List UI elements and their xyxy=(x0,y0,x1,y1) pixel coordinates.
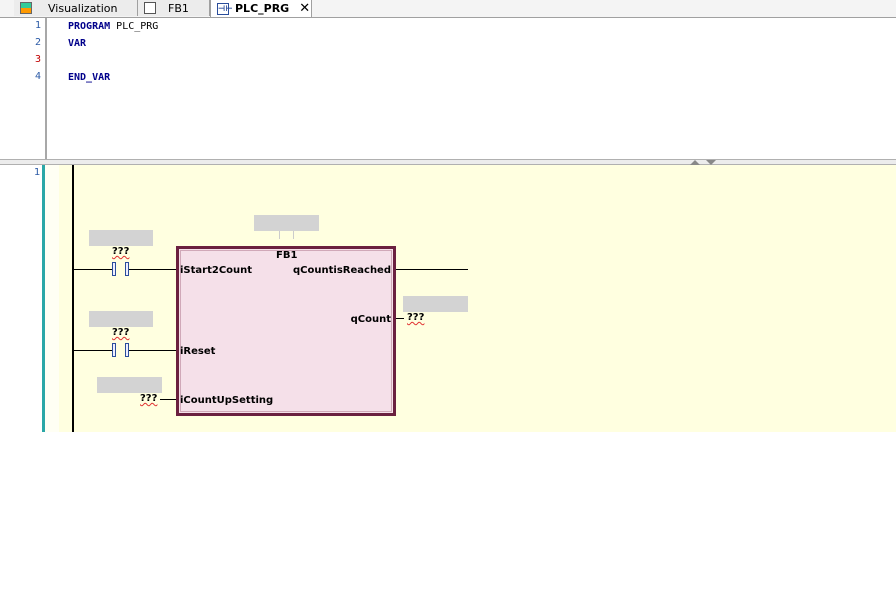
fb-input-pin[interactable]: iStart2Count xyxy=(180,265,253,276)
tab-visualization[interactable]: Visualization xyxy=(14,0,138,16)
program-name: PLC_PRG xyxy=(110,21,159,32)
contact-left-bar[interactable] xyxy=(112,343,116,357)
close-icon[interactable]: ✕ xyxy=(299,1,311,16)
network-gutter: 1 xyxy=(0,165,42,432)
contact-right-bar[interactable] xyxy=(125,343,129,357)
input-wire xyxy=(160,399,176,400)
tab-label: PLC_PRG xyxy=(235,2,290,15)
network-selection-bar xyxy=(42,165,45,432)
contact-variable-placeholder[interactable] xyxy=(89,311,153,327)
line-number: 4 xyxy=(34,71,41,82)
fb-instance-placeholder[interactable] xyxy=(254,215,319,231)
editor-tab-bar: Visualization FB1 ⊣⊢ PLC_PRG ✕ xyxy=(0,0,896,18)
function-block-inner xyxy=(180,250,392,412)
fb-output-pin[interactable]: qCount xyxy=(350,314,391,325)
input-variable-placeholder[interactable] xyxy=(97,377,162,393)
visualization-icon xyxy=(20,2,32,14)
collapse-down-icon[interactable] xyxy=(706,160,716,165)
code-line: END_VAR xyxy=(68,72,111,83)
line-number: 3 xyxy=(34,54,41,65)
editor-splitter[interactable] xyxy=(0,159,896,165)
network-number: 1 xyxy=(34,167,41,178)
line-number-gutter: 1 2 3 4 xyxy=(0,18,47,159)
fb-type-name: FB1 xyxy=(276,250,298,261)
fb-input-pin[interactable]: iReset xyxy=(180,346,216,357)
declaration-editor[interactable]: 1 2 3 4 PROGRAM PLC_PRG VAR END_VAR xyxy=(0,18,896,159)
contact-right-bar[interactable] xyxy=(125,262,129,276)
output-variable[interactable]: ??? xyxy=(407,312,425,323)
rung-wire xyxy=(74,269,112,270)
keyword: PROGRAM xyxy=(68,21,111,32)
tab-plc-prg[interactable]: ⊣⊢ PLC_PRG ✕ xyxy=(210,0,312,17)
rung-wire xyxy=(74,350,112,351)
left-power-rail xyxy=(72,165,74,432)
fb-input-pin[interactable]: iCountUpSetting xyxy=(180,395,274,406)
ladder-editor[interactable]: 1 ??? ??? ??? FB1 iStart2Count qCountisR… xyxy=(0,165,896,433)
line-number: 2 xyxy=(34,37,41,48)
program-icon: ⊣⊢ xyxy=(217,2,233,15)
rung-wire xyxy=(129,269,176,270)
contact-variable[interactable]: ??? xyxy=(112,327,130,338)
network-margin xyxy=(45,165,59,432)
instance-connector xyxy=(293,231,294,239)
code-line: VAR xyxy=(68,38,87,49)
collapse-up-icon[interactable] xyxy=(690,160,700,165)
line-number: 1 xyxy=(34,20,41,31)
contact-variable-placeholder[interactable] xyxy=(89,230,153,246)
empty-editor-area xyxy=(0,432,896,591)
instance-connector xyxy=(279,231,280,239)
tab-label: Visualization xyxy=(48,1,118,15)
code-line: PROGRAM PLC_PRG xyxy=(68,21,158,32)
tab-fb1[interactable]: FB1 xyxy=(138,0,210,16)
rung-wire xyxy=(129,350,176,351)
function-block[interactable]: FB1 iStart2Count qCountisReached qCount … xyxy=(176,246,396,416)
contact-variable[interactable]: ??? xyxy=(112,246,130,257)
input-variable[interactable]: ??? xyxy=(140,393,158,404)
output-variable-placeholder[interactable] xyxy=(403,296,468,312)
output-wire xyxy=(396,318,404,319)
fb-output-pin[interactable]: qCountisReached xyxy=(293,265,391,276)
tab-label: FB1 xyxy=(168,1,189,15)
function-block-icon xyxy=(144,2,156,14)
contact-left-bar[interactable] xyxy=(112,262,116,276)
output-wire xyxy=(396,269,468,270)
